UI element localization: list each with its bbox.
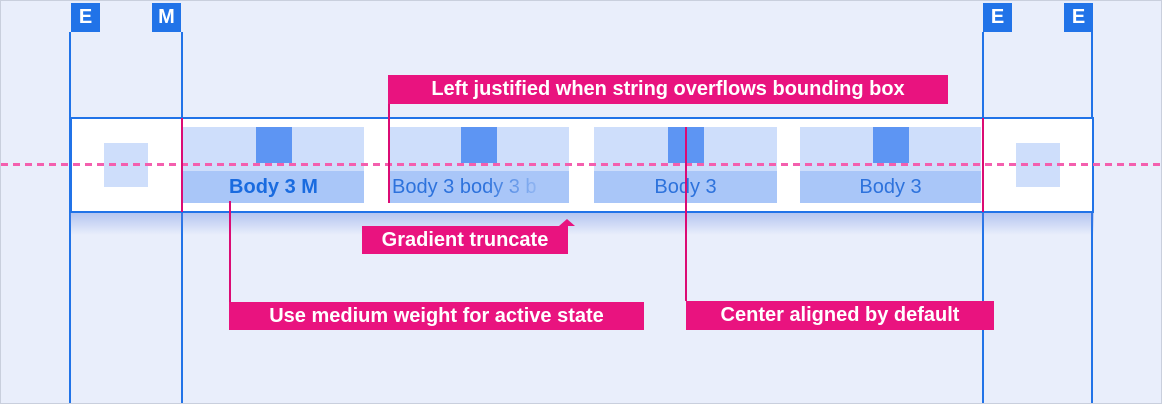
guide-line-band-start: [69, 32, 71, 403]
connector-center-aligned: [685, 127, 687, 301]
tab-icon-placeholder-square: [255, 127, 292, 163]
tab-area-end-line: [982, 118, 984, 212]
marker-letter: E: [1071, 6, 1086, 28]
guide-line-band-end: [1091, 32, 1093, 403]
band-shadow: [70, 213, 1094, 235]
guide-line-tabs-start: [181, 32, 183, 403]
annotation-text: Left justified when string overflows bou…: [431, 78, 905, 100]
gradient-truncate-overlay: [484, 171, 569, 203]
annotation-center-aligned: Center aligned by default: [686, 301, 994, 330]
marker-letter: M: [158, 6, 175, 28]
margin-marker-e-right2: E: [1064, 3, 1093, 32]
margin-marker-m: M: [152, 3, 181, 32]
connector-left-justified: [388, 104, 390, 203]
connector-medium-weight: [229, 201, 231, 302]
margin-marker-e-right1: E: [983, 3, 1012, 32]
annotation-left-justified: Left justified when string overflows bou…: [388, 75, 948, 104]
baseline-dashed-line: [1, 163, 1161, 166]
marker-letter: E: [78, 6, 93, 28]
tab-icon-placeholder-square: [872, 127, 909, 163]
tab-label: Body 3 M: [183, 171, 364, 203]
annotation-text: Use medium weight for active state: [269, 304, 604, 327]
tab-area-start-line: [181, 118, 183, 212]
tab-label: Body 3: [800, 171, 981, 203]
callout-arrow-up-icon: [559, 219, 575, 226]
tab-icon-placeholder-square: [461, 127, 497, 163]
annotation-text: Center aligned by default: [720, 304, 960, 326]
annotation-gradient-truncate: Gradient truncate: [362, 219, 575, 254]
guide-line-tabs-end: [982, 32, 984, 403]
annotation-medium-weight: Use medium weight for active state: [229, 302, 644, 330]
annotation-text: Gradient truncate: [381, 228, 549, 251]
marker-letter: E: [990, 6, 1005, 28]
margin-marker-e-left: E: [71, 3, 100, 32]
